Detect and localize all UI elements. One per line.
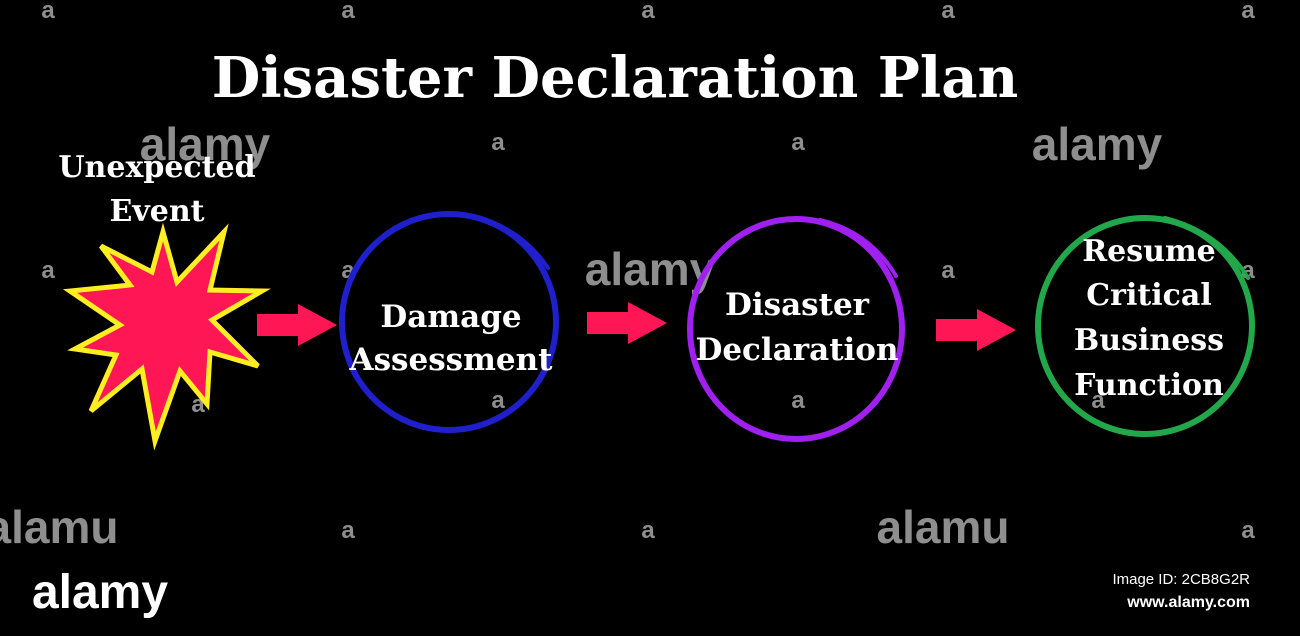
watermark-alamy-3: alamy [585, 243, 716, 295]
watermark-layer: alamy alamy alamy alamu alamu a a a a a … [0, 0, 1255, 553]
step-disaster-declaration: Disaster Declaration [687, 216, 905, 442]
watermark-a-1: a [41, 0, 55, 24]
step-circle [1035, 215, 1255, 437]
step-label-line: Function [1074, 368, 1224, 403]
step-circle [339, 211, 559, 433]
watermark-a-13: a [491, 387, 505, 414]
watermark-a-4: a [941, 0, 955, 24]
watermark-a-14: a [791, 387, 805, 414]
arrow-right-icon [587, 302, 667, 344]
arrow-right-icon [936, 309, 1016, 351]
step-label-line: Assessment [349, 342, 554, 378]
image-id-text: Image ID: 2CB8G2R [1112, 571, 1250, 588]
step-unexpected-event: Unexpected Event [58, 150, 271, 451]
watermark-alamu-1: alamu [0, 501, 118, 553]
watermark-a-3: a [641, 0, 655, 24]
watermark-a-5: a [1241, 0, 1255, 24]
step-label-line: Critical [1086, 278, 1211, 313]
step-label-line: Disaster [725, 287, 870, 323]
watermark-a-18: a [1241, 517, 1255, 544]
watermark-a-6: a [491, 129, 505, 156]
step-resume-critical-business-function: Resume Critical Business Function [1035, 215, 1255, 437]
diagram-title: Disaster Declaration Plan [212, 45, 1018, 111]
arrow-1 [257, 304, 337, 346]
step-label-line: Damage [380, 299, 521, 335]
step-label-line: Resume [1082, 234, 1216, 269]
starburst-outline [62, 222, 271, 451]
arrow-3 [936, 309, 1016, 351]
circle-brush-tail [466, 213, 550, 270]
step-circle [687, 216, 905, 442]
step-damage-assessment: Damage Assessment [339, 211, 559, 433]
step-label-line: Unexpected [58, 150, 255, 185]
watermark-alamy-2: alamy [1032, 118, 1163, 170]
watermark-alamu-2: alamu [877, 501, 1010, 553]
watermark-a-7: a [791, 129, 805, 156]
watermark-a-10: a [941, 257, 955, 284]
step-label-line: Event [109, 194, 204, 229]
arrow-right-icon [257, 304, 337, 346]
watermark-a-11: a [1241, 257, 1255, 284]
arrow-2 [587, 302, 667, 344]
site-url-text: www.alamy.com [1126, 594, 1250, 611]
watermark-a-8: a [41, 257, 55, 284]
circle-brush-tail [1163, 216, 1250, 280]
watermark-a-2: a [341, 0, 355, 24]
step-label-line: Declaration [695, 332, 898, 368]
circle-brush-tail [818, 218, 898, 278]
watermark-a-15: a [1091, 387, 1105, 414]
watermark-alamy-1: alamy [140, 118, 271, 170]
alamy-logo: alamy [32, 566, 168, 619]
step-label-line: Business [1074, 323, 1224, 358]
watermark-a-16: a [341, 517, 355, 544]
watermark-a-17: a [641, 517, 655, 544]
